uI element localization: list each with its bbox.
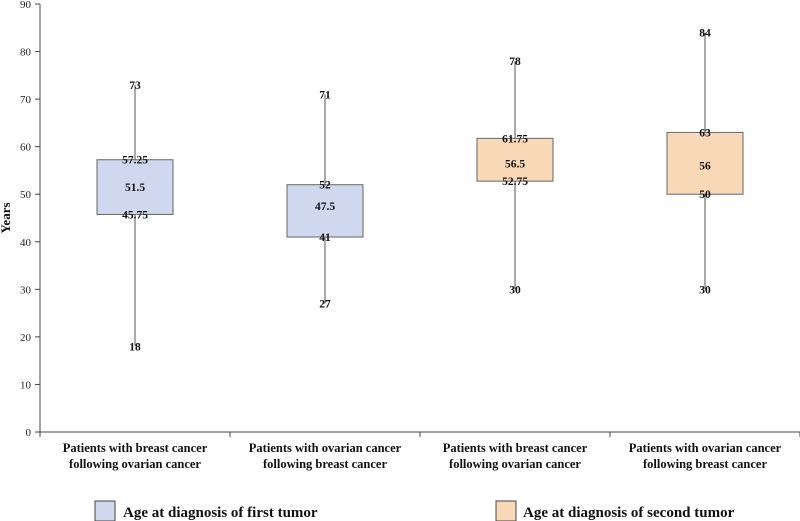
box-group: 73 57.25 51.5 45.75 18 (96, 80, 174, 353)
value-label-max: 73 (129, 80, 141, 92)
value-label-q3: 52 (319, 180, 331, 192)
box-iqr (666, 131, 744, 195)
box-iqr (476, 137, 554, 182)
value-label-median: 47.5 (315, 201, 335, 213)
value-label-q1: 45.75 (122, 209, 148, 221)
y-tick-label: 70 (20, 94, 32, 106)
value-label-min: 18 (129, 341, 141, 353)
value-label-max: 78 (509, 56, 521, 68)
value-label-min: 30 (509, 284, 521, 296)
value-label-q3: 57.25 (122, 155, 148, 167)
value-label-median: 51.5 (125, 182, 145, 194)
value-label-min: 27 (319, 299, 331, 311)
value-label-q1: 50 (699, 189, 711, 201)
box-iqr (96, 159, 174, 215)
value-label-q1: 41 (319, 232, 331, 244)
value-label-max: 84 (699, 28, 711, 40)
y-tick-label: 80 (20, 47, 32, 59)
y-tick-label: 60 (20, 142, 32, 154)
value-label-max: 71 (319, 89, 331, 101)
y-tick-label: 40 (20, 237, 32, 249)
value-label-median: 56 (699, 161, 711, 173)
value-label-q3: 61.75 (502, 133, 528, 145)
legend-swatch (94, 500, 116, 521)
plot-marks: 73 57.25 51.5 45.75 18 71 52 47.5 41 27 78 61.75 56.… (96, 28, 744, 353)
legend: Age at diagnosis of first tumor Age at di… (94, 500, 735, 521)
y-tick-label: 50 (20, 189, 32, 201)
legend-label: Age at diagnosis of second tumor (523, 505, 735, 521)
y-tick-label: 10 (20, 379, 32, 391)
y-axis-label: Years (0, 202, 13, 233)
y-tick-label: 90 (20, 0, 32, 11)
legend-swatch (495, 500, 517, 521)
y-tick-label: 20 (20, 332, 32, 344)
value-label-q1: 52.75 (502, 176, 528, 188)
y-tick-label: 0 (26, 427, 32, 439)
value-label-min: 30 (699, 284, 711, 296)
value-label-median: 56.5 (505, 158, 525, 170)
box-iqr (286, 184, 364, 238)
box-group: 84 63 56 50 30 (666, 28, 744, 296)
box-group: 78 61.75 56.5 52.75 30 (476, 56, 554, 296)
box-group: 71 52 47.5 41 27 (286, 89, 364, 311)
value-label-q3: 63 (699, 127, 711, 139)
y-tick-label: 30 (20, 284, 32, 296)
legend-label: Age at diagnosis of first tumor (123, 505, 318, 521)
